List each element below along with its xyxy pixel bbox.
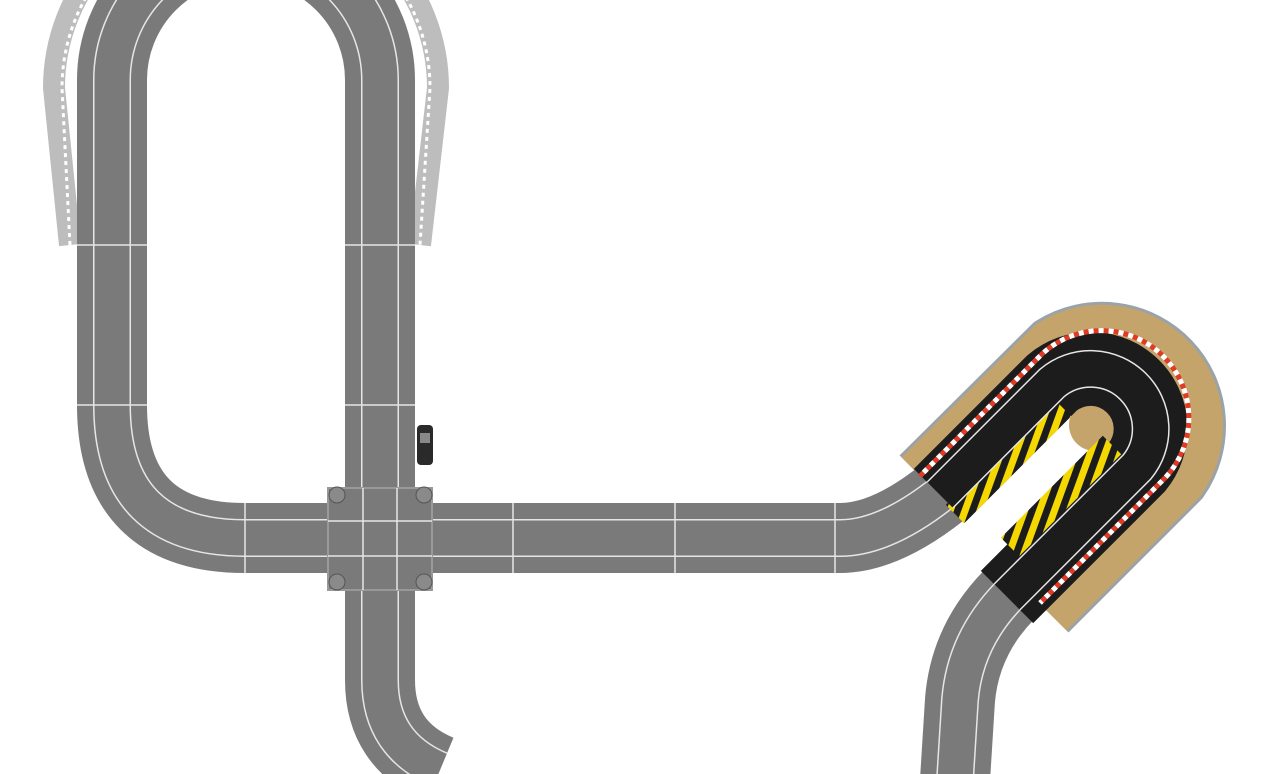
right-vertical [345, 240, 455, 774]
left-straight-and-curve [77, 240, 964, 573]
crossover-post [415, 573, 433, 591]
hairpin-section [913, 328, 1192, 624]
track-surface [77, 0, 415, 245]
crossover-piece [327, 486, 433, 591]
track-surface [937, 582, 1022, 774]
track-surface [77, 240, 964, 573]
crossover-post [328, 573, 346, 591]
track-surface [362, 240, 448, 774]
grey-track [77, 0, 1035, 774]
lower-right-curve [920, 570, 1035, 774]
top-loop [77, 0, 415, 245]
track-surface [94, 240, 953, 556]
crossover-post [328, 486, 346, 504]
slot-car-icon[interactable] [417, 425, 433, 465]
track-surface [93, 240, 954, 557]
top-loop-border [42, 0, 450, 247]
track-surface [94, 0, 398, 245]
crossover-post [415, 486, 433, 504]
